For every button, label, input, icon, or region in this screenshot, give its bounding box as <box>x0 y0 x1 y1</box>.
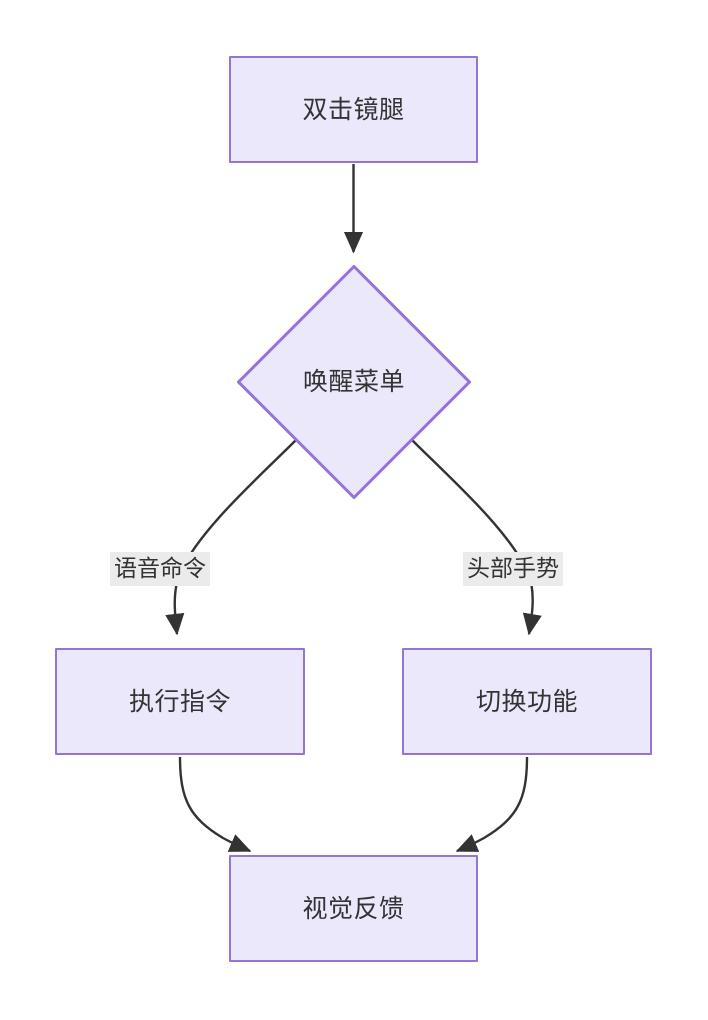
diamond-shape <box>237 265 471 499</box>
node-switch[interactable]: 切换功能 <box>402 648 652 755</box>
node-feedback[interactable]: 视觉反馈 <box>229 855 478 962</box>
edge-label-voice-command: 语音命令 <box>110 552 210 586</box>
node-start-label: 双击镜腿 <box>302 95 405 124</box>
node-switch-label: 切换功能 <box>475 687 578 716</box>
node-decision[interactable]: 唤醒菜单 <box>237 265 471 499</box>
node-execute[interactable]: 执行指令 <box>55 648 305 755</box>
edge-switch-to-feedback <box>455 756 529 853</box>
node-execute-label: 执行指令 <box>128 687 231 716</box>
node-feedback-label: 视觉反馈 <box>302 894 405 923</box>
edge-label-head-gesture: 头部手势 <box>463 552 563 586</box>
node-start[interactable]: 双击镜腿 <box>229 56 478 163</box>
node-decision-label: 唤醒菜单 <box>302 368 405 396</box>
edge-execute-to-feedback <box>178 756 252 853</box>
